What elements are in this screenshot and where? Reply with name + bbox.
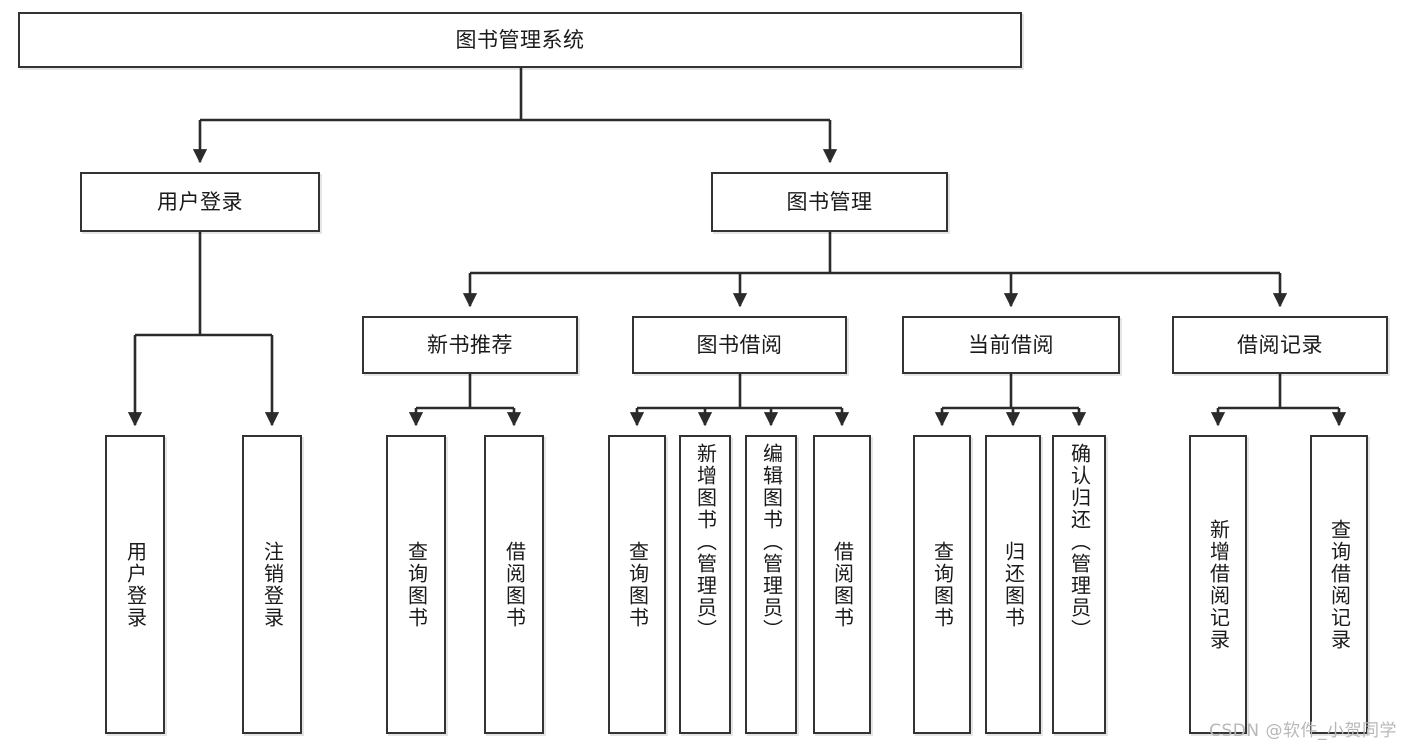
watermark: CSDN @软件_小贺同学	[1209, 721, 1397, 741]
leaf-add-borrow-record-label: 新增借阅记录	[1206, 518, 1231, 651]
node-root-label: 图书管理系统	[455, 27, 585, 52]
node-book-management[interactable]: 图书管理	[711, 172, 948, 232]
leaf-add-borrow-record[interactable]: 新增借阅记录	[1189, 435, 1247, 734]
leaf-user-login-label: 用户登录	[123, 540, 148, 629]
leaf-logout[interactable]: 注销登录	[242, 435, 302, 734]
leaf-return-book-label: 归还图书	[1001, 540, 1026, 629]
node-current-borrow-label: 当前借阅	[968, 332, 1054, 357]
node-new-book-recommend[interactable]: 新书推荐	[362, 316, 578, 374]
node-user-login-label: 用户登录	[157, 189, 243, 214]
node-new-book-recommend-label: 新书推荐	[427, 332, 513, 357]
leaf-confirm-return-admin[interactable]: 确认归还（管理员）	[1052, 435, 1106, 734]
leaf-borrow-book[interactable]: 借阅图书	[813, 435, 871, 734]
leaf-logout-label: 注销登录	[260, 540, 285, 629]
leaf-edit-book-admin-label: 编辑图书（管理员）	[759, 443, 784, 641]
leaf-add-book-admin[interactable]: 新增图书（管理员）	[679, 435, 731, 734]
leaf-edit-book-admin[interactable]: 编辑图书（管理员）	[745, 435, 797, 734]
node-borrow-record-label: 借阅记录	[1237, 332, 1323, 357]
leaf-query-book-borrow[interactable]: 查询图书	[608, 435, 666, 734]
leaf-user-login[interactable]: 用户登录	[105, 435, 165, 734]
leaf-borrow-book-newbook[interactable]: 借阅图书	[484, 435, 544, 734]
node-borrow-record[interactable]: 借阅记录	[1172, 316, 1388, 374]
leaf-query-borrow-record[interactable]: 查询借阅记录	[1310, 435, 1368, 734]
node-book-borrow[interactable]: 图书借阅	[632, 316, 847, 374]
leaf-add-book-admin-label: 新增图书（管理员）	[693, 443, 718, 641]
leaf-query-borrow-record-label: 查询借阅记录	[1327, 518, 1352, 651]
node-user-login[interactable]: 用户登录	[80, 172, 320, 232]
leaf-borrow-book-label: 借阅图书	[830, 540, 855, 629]
node-book-management-label: 图书管理	[786, 189, 873, 214]
leaf-query-book-current-label: 查询图书	[930, 540, 955, 629]
node-current-borrow[interactable]: 当前借阅	[902, 316, 1120, 374]
leaf-query-book-newbook-label: 查询图书	[404, 540, 429, 629]
leaf-query-book-borrow-label: 查询图书	[625, 540, 650, 629]
leaf-confirm-return-admin-label: 确认归还（管理员）	[1067, 443, 1092, 641]
leaf-borrow-book-newbook-label: 借阅图书	[502, 540, 527, 629]
leaf-query-book-newbook[interactable]: 查询图书	[386, 435, 446, 734]
node-book-borrow-label: 图书借阅	[696, 332, 783, 357]
leaf-query-book-current[interactable]: 查询图书	[913, 435, 971, 734]
leaf-return-book[interactable]: 归还图书	[985, 435, 1041, 734]
node-root[interactable]: 图书管理系统	[18, 12, 1022, 68]
